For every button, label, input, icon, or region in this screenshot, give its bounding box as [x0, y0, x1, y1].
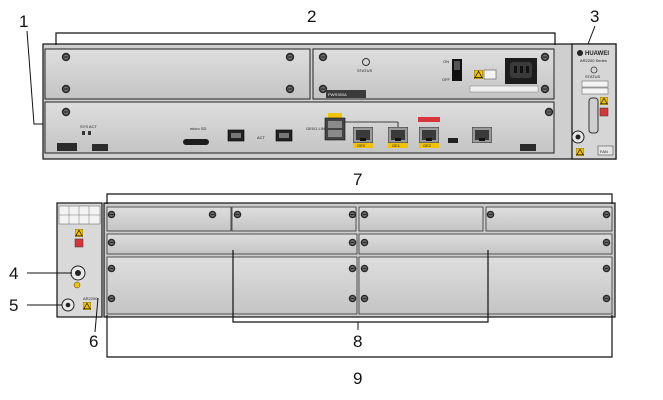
power-socket-icon[interactable]	[505, 58, 537, 84]
screw-icon	[233, 210, 242, 219]
brand-logo-icon	[577, 50, 583, 56]
screw-icon	[285, 84, 295, 94]
sys-act-label: SYS ACT	[80, 124, 97, 129]
screw-icon	[360, 210, 369, 219]
port-ge1-label: GE1	[392, 143, 401, 148]
port-ge2-label: GE2	[423, 143, 432, 148]
screw-icon	[61, 107, 71, 117]
sic-slot	[358, 206, 484, 232]
screw-icon	[602, 210, 611, 219]
callout-5: 5	[9, 296, 18, 315]
screw-icon	[107, 210, 116, 219]
callout-4: 4	[9, 264, 18, 283]
warning-icon	[474, 70, 483, 79]
screw-icon	[486, 210, 495, 219]
main-control-board: SYS ACT micro SD ACT GE0/1 LINK GE0	[44, 101, 555, 154]
micro-sd-label: micro SD	[190, 126, 207, 131]
warning-icon	[576, 148, 584, 156]
rear-model-label: AR2200	[83, 296, 98, 301]
sic-slot	[106, 206, 232, 232]
xsic-slot	[358, 256, 613, 315]
mini-usb-port[interactable]	[448, 138, 458, 143]
front-side-panel: HUAWEI AR2200 Series STATUS FAN	[571, 43, 617, 160]
screw-icon	[348, 238, 357, 247]
callout-3: 3	[590, 7, 599, 26]
screw-icon	[602, 294, 611, 303]
rj45-icon[interactable]	[353, 127, 373, 143]
screw-icon	[544, 107, 554, 117]
screw-icon	[360, 238, 369, 247]
screw-icon	[318, 84, 328, 94]
sic-slot	[231, 206, 357, 232]
front-panel: STATUS ON OFF PWR350A	[42, 43, 617, 160]
screw-icon	[318, 52, 328, 62]
sic-slot	[485, 206, 613, 232]
front-callouts: 1 2 3	[19, 7, 599, 125]
callout-8: 8	[353, 332, 362, 351]
screw-icon	[540, 52, 550, 62]
screw-icon	[348, 264, 357, 273]
warning-icon	[83, 302, 91, 310]
psu-model-label: PWR350A	[328, 92, 347, 97]
screw-icon	[285, 52, 295, 62]
micro-sd-slot[interactable]	[183, 139, 209, 145]
ground-mark-icon	[73, 281, 81, 289]
screw-icon	[61, 52, 71, 62]
brand-label: HUAWEI	[585, 51, 609, 57]
sys-led-icon	[82, 131, 85, 135]
switch-on-label: ON	[443, 59, 449, 64]
act-led-icon	[88, 131, 91, 135]
fan-label: FAN	[600, 149, 608, 154]
callout-9: 9	[353, 369, 362, 388]
warning-icon	[75, 229, 83, 237]
side-status-label: STATUS	[585, 74, 601, 79]
psu-status-label: STATUS	[357, 68, 373, 73]
switch-off-label: OFF	[442, 77, 451, 82]
wsic-slot-row	[106, 233, 613, 255]
status-led-icon	[362, 58, 370, 66]
screw-icon	[61, 84, 71, 94]
xsic-slot	[106, 256, 358, 315]
screw-icon	[348, 294, 357, 303]
handle[interactable]	[588, 97, 599, 134]
screw-icon	[360, 294, 369, 303]
eth-link-label: GE0/1 LINK	[306, 126, 328, 131]
screw-icon	[107, 264, 116, 273]
screw-icon	[602, 264, 611, 273]
front-module-slot-left	[44, 48, 311, 100]
screw-icon	[360, 264, 369, 273]
callout-2: 2	[307, 7, 316, 26]
usb-act-label: ACT	[257, 135, 266, 140]
status-led-icon	[590, 66, 598, 74]
model-series-label: AR2200 Series	[580, 58, 607, 63]
screw-icon	[208, 210, 217, 219]
screw-icon	[348, 210, 357, 219]
rear-panel: AR2200	[56, 202, 616, 318]
screw-icon	[107, 294, 116, 303]
warning-icon	[600, 97, 608, 105]
rear-side-panel: AR2200	[56, 202, 103, 318]
screw-icon	[540, 84, 550, 94]
screw-icon	[602, 238, 611, 247]
callout-7: 7	[353, 170, 362, 189]
xsic-slot-row	[106, 256, 613, 315]
sic-slot-row	[106, 206, 613, 232]
rear-callouts: 7 4 5 6 8 9	[9, 170, 613, 388]
screw-icon	[107, 238, 116, 247]
esd-icon	[599, 107, 609, 117]
wsic-slot	[358, 233, 613, 255]
wsic-slot	[106, 233, 358, 255]
rj45-icon[interactable]	[472, 127, 492, 143]
callout-1: 1	[19, 12, 28, 31]
callout-6: 6	[89, 332, 98, 351]
rj45-icon[interactable]	[388, 127, 408, 143]
port-ge0-label: GE0	[357, 143, 366, 148]
esd-icon	[74, 238, 84, 248]
rj45-icon[interactable]	[419, 127, 439, 143]
power-supply-module: STATUS ON OFF PWR350A	[312, 48, 555, 100]
rating-label	[469, 85, 539, 93]
